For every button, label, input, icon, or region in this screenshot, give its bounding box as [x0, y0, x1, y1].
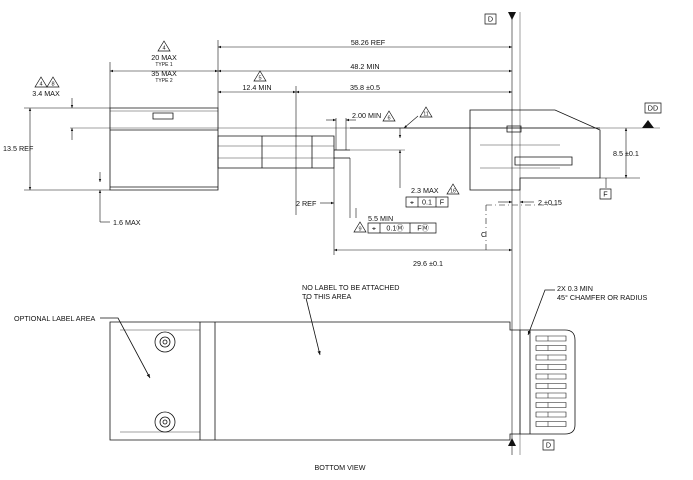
datum-f: F: [603, 190, 608, 199]
contact-pad: [536, 365, 566, 370]
contact-pin: [515, 157, 572, 165]
edge-connector: [520, 330, 575, 434]
tolerance-datum-1: F: [440, 198, 445, 207]
dim-2-00-min: 2.00 MIN: [352, 111, 381, 120]
type2-label: TYPE 2: [155, 78, 172, 84]
feature-control-frame-2: ⌖ 0.1Ⓜ FⓂ: [368, 223, 436, 233]
no-label-line1: NO LABEL TO BE ATTACHED: [302, 283, 399, 292]
datum-d-bottom: D: [546, 441, 551, 450]
datum-d-top: D: [488, 15, 493, 24]
dim-48-2-min: 48.2 MIN: [350, 62, 379, 71]
position-symbol-2: ⌖: [372, 224, 376, 233]
contact-pad: [536, 336, 566, 341]
contact-pad: [536, 403, 566, 408]
dim-2-015: 2 ±0.15: [538, 198, 562, 207]
type1-label: TYPE 1: [155, 62, 172, 68]
note-11: 11: [423, 112, 428, 118]
dim-2-3-max: 2.3 MAX: [411, 186, 439, 195]
dim-2-ref: 2 REF: [296, 199, 317, 208]
dim-3-4-max: 3.4 MAX: [32, 89, 60, 98]
contact-pad: [536, 374, 566, 379]
dim-13-5-ref: 13.5 REF: [3, 144, 34, 153]
module-front-end: [470, 110, 600, 190]
bottom-view: [100, 290, 575, 440]
note-5: 5: [258, 76, 261, 82]
contact-pad: [536, 422, 566, 427]
dim-58-26-ref: 58.26 REF: [351, 38, 386, 47]
tolerance-datum-2: FⓂ: [417, 224, 429, 233]
edge-contacts: [536, 336, 566, 427]
datum-dd: DD: [648, 104, 658, 113]
dim-5-5-min: 5.5 MIN: [368, 214, 393, 223]
note-16: 16: [450, 189, 456, 195]
contact-pad: [536, 346, 566, 351]
contact-pad: [536, 393, 566, 398]
dim-35-8: 35.8 ±0.5: [350, 83, 380, 92]
note-6: 6: [387, 116, 390, 122]
dim-8-5: 8.5 ±0.1: [613, 149, 639, 158]
note-8: 8: [51, 82, 54, 88]
feature-control-frame-1: ⌖ 0.1 F: [406, 197, 448, 207]
bottom-view-title: BOTTOM VIEW: [315, 463, 366, 472]
module-body: [110, 108, 218, 190]
datum-c: C: [481, 230, 486, 239]
note-9: 9: [358, 227, 361, 233]
mounting-hole-bottom: [155, 412, 175, 432]
contact-pad: [536, 355, 566, 360]
dim-20-max: 20 MAX: [151, 53, 177, 62]
connector-section: [218, 136, 334, 168]
bottom-view-outline: [110, 322, 520, 440]
dim-29-6: 29.6 ±0.1: [413, 259, 443, 268]
dim-1-6-max: 1.6 MAX: [113, 218, 141, 227]
note-4-b: 4: [39, 82, 42, 88]
dim-35-max: 35 MAX: [151, 69, 177, 78]
no-label-line2: TO THIS AREA: [302, 292, 351, 301]
optional-label-area: OPTIONAL LABEL AREA: [14, 314, 96, 323]
note-4-a: 4: [162, 46, 165, 52]
datum-markers: [508, 12, 654, 446]
contact-pad: [536, 412, 566, 417]
note-flags: [35, 41, 459, 232]
mounting-hole-top: [155, 332, 175, 352]
tolerance-value-1: 0.1: [422, 198, 432, 207]
chamfer-line1: 2X 0.3 MIN: [557, 284, 593, 293]
tolerance-value-2: 0.1Ⓜ: [386, 224, 403, 233]
dim-12-4-min: 12.4 MIN: [242, 83, 271, 92]
dimension-lines: [24, 40, 640, 255]
side-view: [110, 108, 600, 190]
contact-pad: [536, 384, 566, 389]
chamfer-line2: 45° CHAMFER OR RADIUS: [557, 293, 648, 302]
datum-boxes: [485, 14, 661, 450]
position-symbol-1: ⌖: [410, 198, 414, 207]
